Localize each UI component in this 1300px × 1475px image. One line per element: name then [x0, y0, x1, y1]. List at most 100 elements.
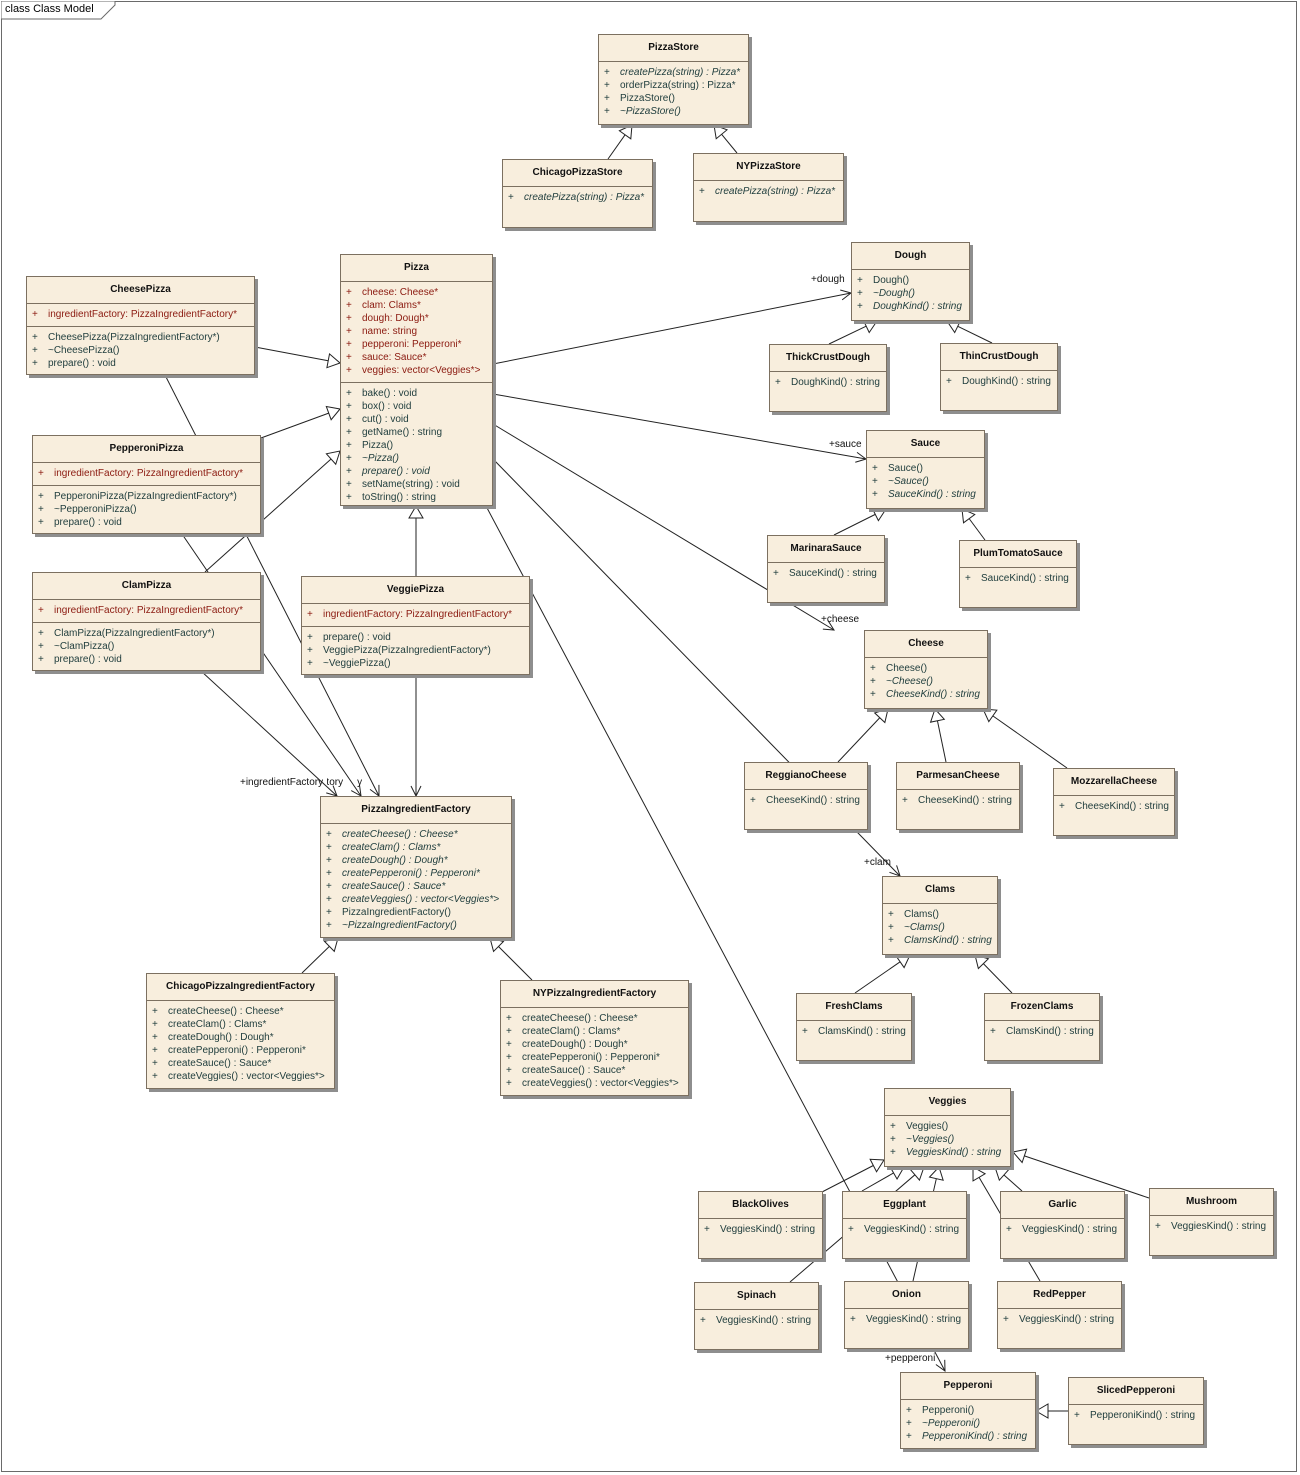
class-name: Pepperoni [901, 1373, 1035, 1400]
operation-text: ~Cheese() [886, 676, 933, 687]
operation-text: Sauce() [888, 463, 924, 474]
class-eggplant[interactable]: Eggplant+VeggiesKind() : string [842, 1191, 967, 1259]
class-veggie-pizza[interactable]: VeggiePizza+ingredientFactory: PizzaIngr… [301, 576, 530, 675]
operation-row: +SauceKind() : string [960, 572, 1076, 585]
role-label: +dough [811, 274, 845, 285]
operation-row: +~CheesePizza() [27, 344, 254, 357]
class-mozzarella-cheese[interactable]: MozzarellaCheese+CheeseKind() : string [1053, 768, 1175, 836]
class-thick-crust-dough[interactable]: ThickCrustDough+DoughKind() : string [769, 344, 887, 412]
class-dough[interactable]: Dough+Dough()+~Dough()+DoughKind() : str… [851, 242, 970, 321]
class-clams[interactable]: Clams+Clams()+~Clams()+ClamsKind() : str… [882, 876, 998, 955]
operation-text: VeggiesKind() : string [1019, 1314, 1115, 1325]
class-mushroom[interactable]: Mushroom+VeggiesKind() : string [1149, 1188, 1274, 1256]
operation-text: Clams() [904, 909, 939, 920]
visibility-marker: + [506, 1052, 512, 1063]
operation-text: orderPizza(string) : Pizza* [620, 80, 736, 91]
class-sauce[interactable]: Sauce+Sauce()+~Sauce()+SauceKind() : str… [866, 430, 985, 509]
operation-text: PepperoniKind() : string [1090, 1410, 1196, 1421]
visibility-marker: + [38, 517, 44, 528]
operation-row: + Veggies() [885, 1120, 1010, 1133]
operation-row: +PepperoniKind() : string [901, 1430, 1035, 1443]
operation-row: +~Veggies() [885, 1133, 1010, 1146]
class-nypizza-store[interactable]: NYPizzaStore+createPizza(string) : Pizza… [693, 153, 844, 222]
operation-row: +createDough() : Dough* [147, 1031, 334, 1044]
visibility-marker: + [890, 1121, 896, 1132]
class-thin-crust-dough[interactable]: ThinCrustDough+DoughKind() : string [940, 343, 1058, 411]
class-frozen-clams[interactable]: FrozenClams+ClamsKind() : string [984, 993, 1100, 1061]
class-chicago-pizza-store[interactable]: ChicagoPizzaStore+createPizza(string) : … [502, 159, 653, 228]
generalization-cheese-pizza-to-pizza [254, 346, 341, 369]
operation-compartment: +CheeseKind() : string [897, 790, 1019, 812]
class-cheese[interactable]: Cheese+Cheese()+~Cheese()+CheeseKind() :… [864, 630, 988, 709]
class-veggies[interactable]: Veggies+Veggies()+~Veggies()+VeggiesKind… [884, 1088, 1011, 1167]
class-chicago-pizza-ingredient-factory[interactable]: ChicagoPizzaIngredientFactory+createChee… [146, 973, 335, 1089]
visibility-marker: + [38, 654, 44, 665]
attribute-row: +ingredientFactory: PizzaIngredientFacto… [302, 608, 529, 621]
operation-text: Pepperoni() [922, 1405, 975, 1416]
visibility-marker: + [152, 1032, 158, 1043]
visibility-marker: + [326, 829, 332, 840]
attribute-compartment: +ingredientFactory: PizzaIngredientFacto… [33, 600, 260, 623]
operation-row: +CheeseKind() : string [1054, 800, 1174, 813]
class-nypizza-ingredient-factory[interactable]: NYPizzaIngredientFactory+createCheese() … [500, 980, 689, 1096]
operation-text: VeggiesKind() : string [1171, 1221, 1267, 1232]
class-plum-tomato-sauce[interactable]: PlumTomatoSauce+SauceKind() : string [959, 540, 1077, 608]
operation-compartment: +createCheese() : Cheese*+createClam() :… [321, 824, 511, 937]
class-pizza-ingredient-factory[interactable]: PizzaIngredientFactory+createCheese() : … [320, 796, 512, 938]
class-pizza-store[interactable]: PizzaStore+createPizza(string) : Pizza*+… [598, 34, 749, 125]
class-cheese-pizza[interactable]: CheesePizza+ingredientFactory: PizzaIngr… [26, 276, 255, 375]
visibility-marker: + [890, 1134, 896, 1145]
class-onion[interactable]: Onion+VeggiesKind() : string [844, 1281, 969, 1349]
operation-row: +createVeggies() : vector<Veggies*> [147, 1070, 334, 1083]
class-parmesan-cheese[interactable]: ParmesanCheese+CheeseKind() : string [896, 762, 1020, 830]
operation-row: +ClamsKind() : string [883, 934, 997, 947]
operation-text: box() : void [362, 401, 412, 412]
class-marinara-sauce[interactable]: MarinaraSauce+SauceKind() : string [767, 535, 885, 603]
operation-row: +createPizza(string) : Pizza* [503, 191, 652, 204]
class-clam-pizza[interactable]: ClamPizza+ingredientFactory: PizzaIngred… [32, 572, 261, 671]
class-reggiano-cheese[interactable]: ReggianoCheese+CheeseKind() : string [744, 762, 868, 830]
class-name: Eggplant [843, 1192, 966, 1219]
visibility-marker: + [152, 1071, 158, 1082]
operation-text: Veggies() [906, 1121, 949, 1132]
operation-row: +createSauce() : Sauce* [147, 1057, 334, 1070]
operation-row: +VeggiesKind() : string [998, 1313, 1121, 1326]
operation-compartment: +VeggiesKind() : string [843, 1219, 966, 1241]
class-black-olives[interactable]: BlackOlives+VeggiesKind() : string [698, 1191, 823, 1259]
class-sliced-pepperoni[interactable]: SlicedPepperoni+PepperoniKind() : string [1068, 1377, 1204, 1445]
visibility-marker: + [906, 1405, 912, 1416]
attribute-compartment: +cheese: Cheese*+clam: Clams*+dough: Dou… [341, 282, 492, 383]
operation-compartment: +DoughKind() : string [770, 372, 886, 394]
operation-row: +Pizza() [341, 439, 492, 452]
class-pepperoni[interactable]: Pepperoni+Pepperoni()+~Pepperoni()+Peppe… [900, 1372, 1036, 1449]
operation-text: DoughKind() : string [791, 377, 880, 388]
class-red-pepper[interactable]: RedPepper+VeggiesKind() : string [997, 1281, 1122, 1349]
operation-text: createCheese() : Cheese* [342, 829, 458, 840]
visibility-marker: + [946, 376, 952, 387]
visibility-marker: + [1059, 801, 1065, 812]
class-fresh-clams[interactable]: FreshClams+ClamsKind() : string [796, 993, 912, 1061]
class-name: ThickCrustDough [770, 345, 886, 372]
class-pizza[interactable]: Pizza+cheese: Cheese*+clam: Clams*+dough… [340, 254, 493, 506]
class-name: Garlic [1001, 1192, 1124, 1219]
frame-tab [1, 1, 116, 20]
class-pepperoni-pizza[interactable]: PepperoniPizza+ingredientFactory: PizzaI… [32, 435, 261, 534]
operation-row: +createClam() : Clams* [147, 1018, 334, 1031]
operation-compartment: +createPizza(string) : Pizza* [694, 181, 843, 203]
class-garlic[interactable]: Garlic+VeggiesKind() : string [1000, 1191, 1125, 1259]
operation-compartment: +CheesePizza(PizzaIngredientFactory*)+~C… [27, 327, 254, 375]
class-spinach[interactable]: Spinach+VeggiesKind() : string [694, 1282, 819, 1350]
operation-compartment: +CheeseKind() : string [1054, 796, 1174, 818]
operation-row: +createPizza(string) : Pizza* [599, 66, 748, 79]
visibility-marker: + [152, 1006, 158, 1017]
class-name: MarinaraSauce [768, 536, 884, 563]
operation-text: ~Sauce() [888, 476, 929, 487]
class-name: Dough [852, 243, 969, 270]
operation-text: prepare() : void [362, 466, 430, 477]
operation-compartment: +VeggiesKind() : string [845, 1309, 968, 1331]
visibility-marker: + [1006, 1224, 1012, 1235]
operation-compartment: +ClamsKind() : string [985, 1021, 1099, 1043]
operation-compartment: +Dough()+~Dough()+DoughKind() : string [852, 270, 969, 318]
visibility-marker: + [346, 453, 352, 464]
operation-row: +createCheese() : Cheese* [147, 1005, 334, 1018]
